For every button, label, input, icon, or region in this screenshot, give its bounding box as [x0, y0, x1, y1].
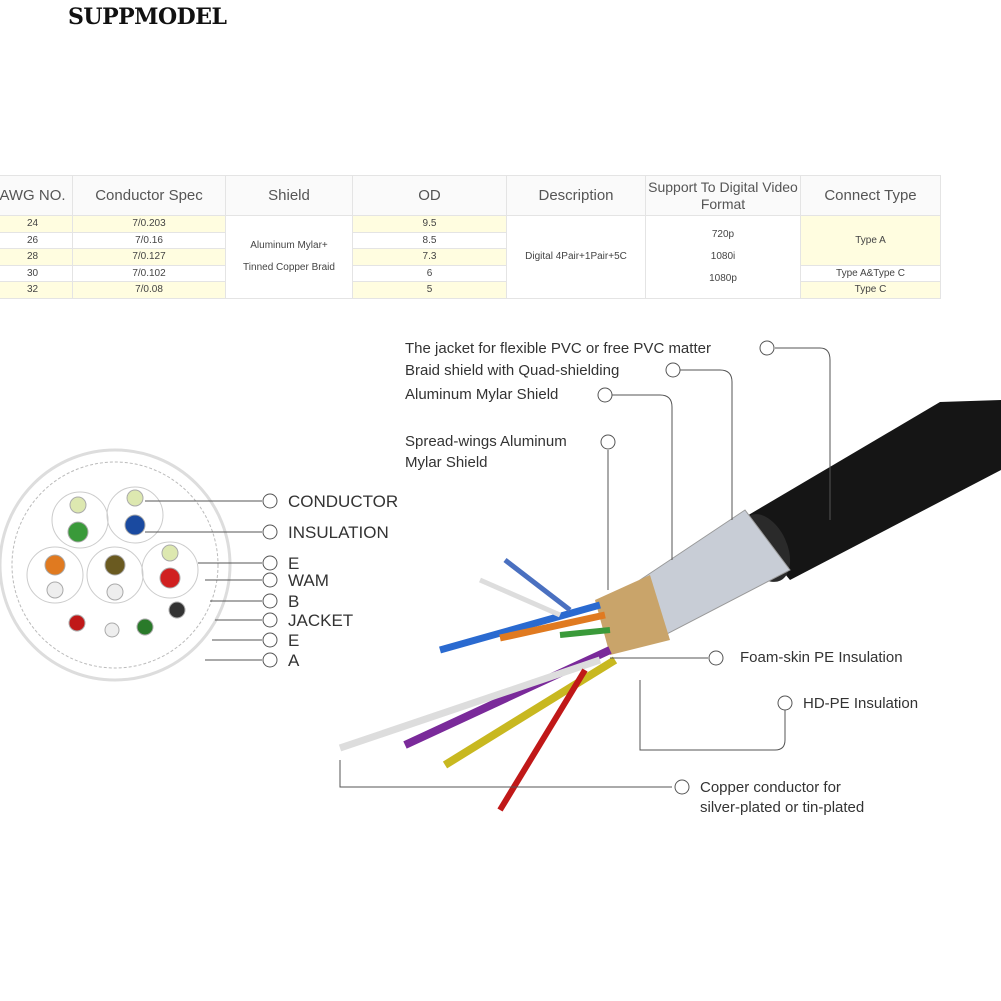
label-braid: Braid shield with Quad-shielding	[405, 362, 620, 379]
spec-table: AWG NO. Conductor Spec Shield OD Descrip…	[0, 175, 941, 299]
cell-awg: 24	[0, 215, 73, 233]
cell-od: 6	[352, 264, 507, 282]
label-mylar: Aluminum Mylar Shield	[405, 386, 559, 403]
label-spread-1: Spread-wings Aluminum	[405, 433, 567, 450]
header-connect: Connect Type	[800, 175, 941, 216]
cable	[338, 400, 1001, 812]
cell-spec: 7/0.16	[72, 231, 226, 249]
logo: SUPPMODEL	[68, 4, 227, 30]
cell-description: Digital 4Pair+1Pair+5C	[506, 215, 646, 299]
cable-leaders	[339, 340, 831, 795]
cell-od: 8.5	[352, 231, 507, 249]
header-description: Description	[506, 175, 646, 216]
label-foam: Foam-skin PE Insulation	[740, 649, 903, 666]
label-hdpe: HD-PE Insulation	[803, 695, 919, 712]
cell-connect: Type C	[800, 281, 941, 299]
cell-awg: 26	[0, 231, 73, 249]
cell-connect: Type A	[800, 215, 941, 266]
cell-od: 5	[352, 281, 507, 299]
label-b: B	[288, 592, 300, 611]
label-jacket: JACKET	[288, 611, 354, 630]
label-e: E	[288, 554, 300, 573]
label-e2: E	[288, 631, 300, 650]
cell-spec: 7/0.102	[72, 264, 226, 282]
cell-shield: Aluminum Mylar+ Tinned Copper Braid	[225, 215, 353, 299]
label-jacket-pvc: The jacket for flexible PVC or free PVC …	[405, 340, 711, 357]
format: 1080p	[709, 273, 737, 285]
shield-line2: Tinned Copper Braid	[243, 262, 335, 274]
label-a: A	[288, 651, 300, 670]
label-spread-2: Mylar Shield	[405, 454, 488, 471]
label-insulation: INSULATION	[288, 523, 389, 542]
cell-awg: 28	[0, 248, 73, 266]
shield-line1: Aluminum Mylar+	[250, 240, 328, 252]
cell-connect: Type A&Type C	[800, 264, 941, 282]
header-od: OD	[352, 175, 507, 216]
header-shield: Shield	[225, 175, 353, 216]
cell-awg: 32	[0, 281, 73, 299]
cross-section	[0, 448, 232, 682]
format: 1080i	[710, 251, 736, 263]
header-conductor: Conductor Spec	[72, 175, 226, 216]
cell-formats: 720p 1080i 1080p	[645, 215, 801, 299]
label-copper-1: Copper conductor for	[700, 779, 841, 796]
label-conductor: CONDUCTOR	[288, 492, 399, 511]
format: 720p	[711, 229, 735, 241]
cell-spec: 7/0.08	[72, 281, 226, 299]
cross-section-leaders	[145, 493, 278, 668]
header-awg: AWG NO.	[0, 175, 73, 216]
label-copper-2: silver-plated or tin-plated	[700, 799, 865, 816]
header-video-format: Support To Digital Video Format	[645, 175, 801, 216]
label-wam: WAM	[288, 571, 329, 590]
cell-awg: 30	[0, 264, 73, 282]
cell-spec: 7/0.127	[72, 248, 226, 266]
